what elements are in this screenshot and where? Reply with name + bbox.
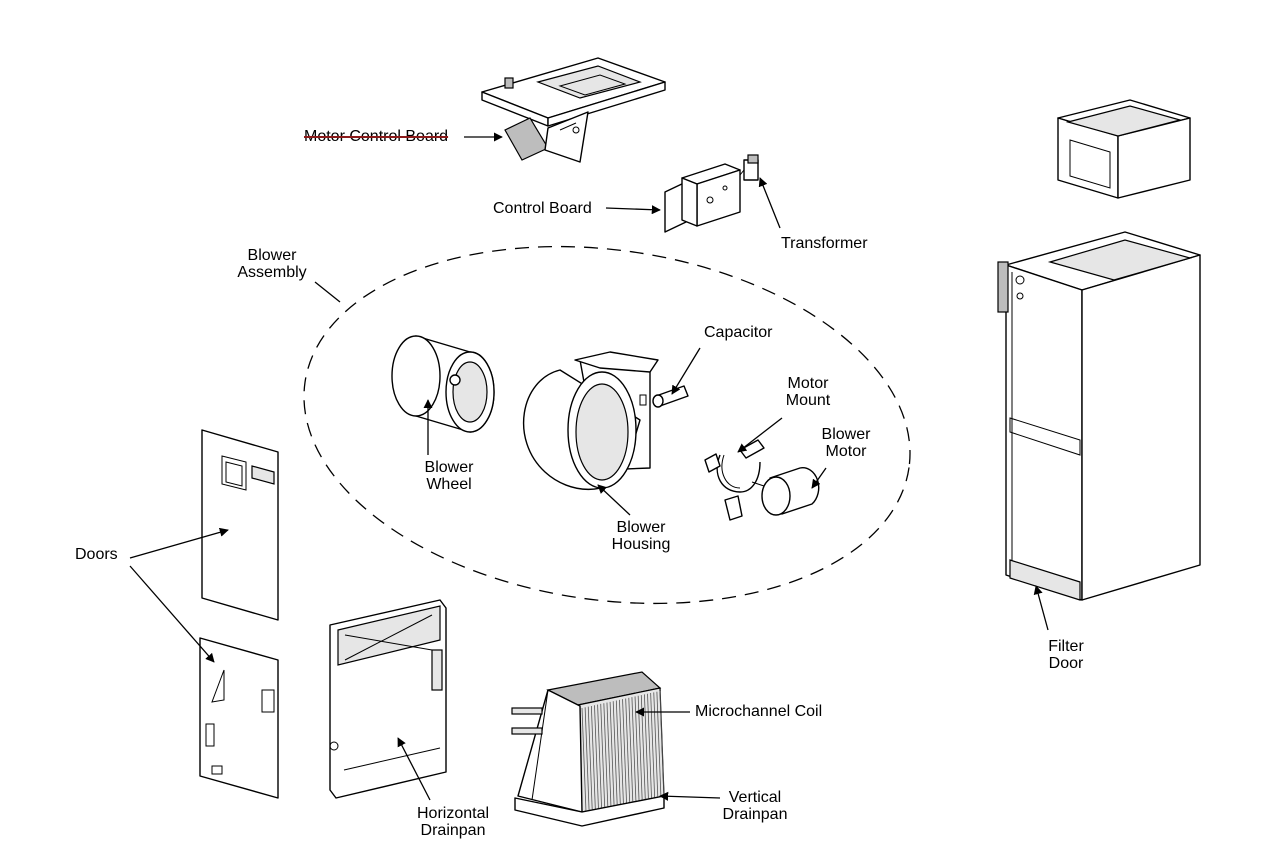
coil-fin bbox=[653, 692, 659, 797]
transformer-part bbox=[739, 154, 759, 181]
capacitor-part bbox=[652, 385, 689, 408]
coil-fin bbox=[581, 707, 587, 813]
leader-lines bbox=[129, 132, 1049, 801]
lower-door-part bbox=[199, 637, 279, 799]
coil-fin bbox=[631, 697, 637, 802]
coil-fin bbox=[584, 707, 590, 812]
blower-housing-part bbox=[523, 351, 659, 490]
label-blower-motor: Blower Motor bbox=[821, 426, 871, 460]
coil-fin bbox=[600, 703, 606, 808]
coil-fin bbox=[647, 693, 652, 798]
coil-fin bbox=[622, 699, 627, 804]
coil-fin bbox=[587, 706, 593, 811]
coil-fin bbox=[612, 701, 618, 806]
label-control-board: Control Board bbox=[493, 200, 592, 217]
upper-door-part bbox=[201, 429, 279, 621]
plenum-box-part bbox=[1057, 99, 1191, 199]
label-filter-door: Filter Door bbox=[1048, 638, 1084, 672]
label-blower-housing: Blower Housing bbox=[611, 519, 671, 553]
label-blower-assembly: Blower Assembly bbox=[237, 247, 307, 281]
coil-fin bbox=[594, 705, 599, 810]
blower-motor-part bbox=[751, 467, 820, 516]
label-horizontal-drainpan: Horizontal Drainpan bbox=[416, 805, 490, 839]
label-capacitor: Capacitor bbox=[704, 324, 773, 341]
blower-assembly-outline bbox=[303, 245, 911, 605]
coil-fin bbox=[597, 704, 602, 809]
vertical-drainpan-part bbox=[514, 795, 665, 827]
coil-fin bbox=[628, 697, 634, 802]
microchannel-coil-part bbox=[511, 671, 665, 813]
motor-mount-part bbox=[704, 439, 765, 521]
coil-fin bbox=[625, 698, 631, 803]
label-motor-mount: Motor Mount bbox=[785, 375, 831, 409]
coil-fin bbox=[603, 703, 609, 808]
coil-fin bbox=[659, 690, 665, 796]
label-transformer: Transformer bbox=[781, 235, 868, 252]
coil-fin bbox=[656, 691, 662, 796]
coil-fin bbox=[615, 700, 621, 805]
label-doors: Doors bbox=[75, 546, 118, 563]
top-cover-panel bbox=[481, 57, 666, 127]
coil-fin bbox=[609, 701, 615, 806]
horizontal-drainpan-part bbox=[329, 599, 447, 799]
coil-fin bbox=[650, 693, 656, 798]
label-blower-wheel: Blower Wheel bbox=[424, 459, 474, 493]
control-board-part bbox=[664, 163, 741, 233]
blower-wheel-part bbox=[391, 335, 495, 433]
coil-fin bbox=[619, 699, 624, 804]
label-vertical-drainpan: Vertical Drainpan bbox=[722, 789, 788, 823]
motor-control-board-part bbox=[504, 111, 589, 163]
coil-fin bbox=[590, 705, 596, 810]
label-motor-control-board: Motor Control Board bbox=[304, 128, 449, 145]
coil-fin bbox=[606, 702, 612, 807]
cabinet-part bbox=[997, 231, 1201, 601]
label-microchannel-coil: Microchannel Coil bbox=[695, 703, 823, 720]
